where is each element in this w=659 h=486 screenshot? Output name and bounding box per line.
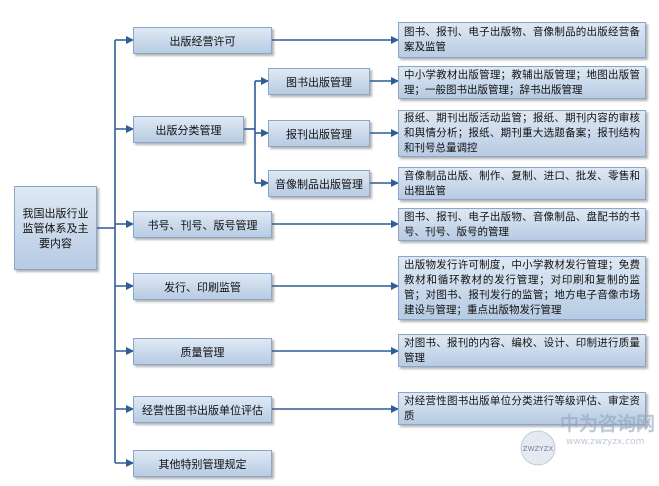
category-special-rules: 其他特别管理规定 <box>133 450 272 477</box>
desc-quality-management: 对图书、报刊的内容、编校、设计、印制进行质量管理 <box>398 334 646 367</box>
category-quality-management: 质量管理 <box>133 338 272 365</box>
category-number-management: 书号、刊号、版号管理 <box>133 211 272 238</box>
category-publisher-evaluation: 经营性图书出版单位评估 <box>133 396 272 423</box>
desc-business-license: 图书、报刊、电子出版物、音像制品的出版经营备案及监管 <box>398 22 646 58</box>
desc-number-management: 图书、报刊、电子出版物、音像制品、盘配书的书号、刊号、版号的管理 <box>398 208 646 241</box>
sub-periodical-publishing: 报刊出版管理 <box>268 120 370 147</box>
category-distribution-printing: 发行、印刷监管 <box>133 273 272 300</box>
sub-book-publishing: 图书出版管理 <box>268 68 370 95</box>
category-business-license: 出版经营许可 <box>133 27 272 54</box>
desc-publisher-evaluation: 对经营性图书出版单位分类进行等级评估、审定资质 <box>398 392 646 425</box>
desc-distribution-printing: 出版物发行许可制度，中小学教材发行管理；免费教材和循环教材的发行管理；对印刷和复… <box>398 256 646 320</box>
sub-audio-video-publishing: 音像制品出版管理 <box>268 170 370 197</box>
desc-book-publishing: 中小学教材出版管理；教辅出版管理；地图出版管理；一般图书出版管理；辞书出版管理 <box>398 66 646 99</box>
desc-periodical-publishing: 报纸、期刊出版活动监管；报纸、期刊内容的审核和舆情分析；报纸、期刊重大选题备案；… <box>398 110 646 157</box>
desc-audio-video-publishing: 音像制品出版、制作、复制、进口、批发、零售和出租监管 <box>398 167 646 200</box>
category-classified-management: 出版分类管理 <box>133 116 244 143</box>
root-node: 我国出版行业监管体系及主要内容 <box>14 186 97 270</box>
